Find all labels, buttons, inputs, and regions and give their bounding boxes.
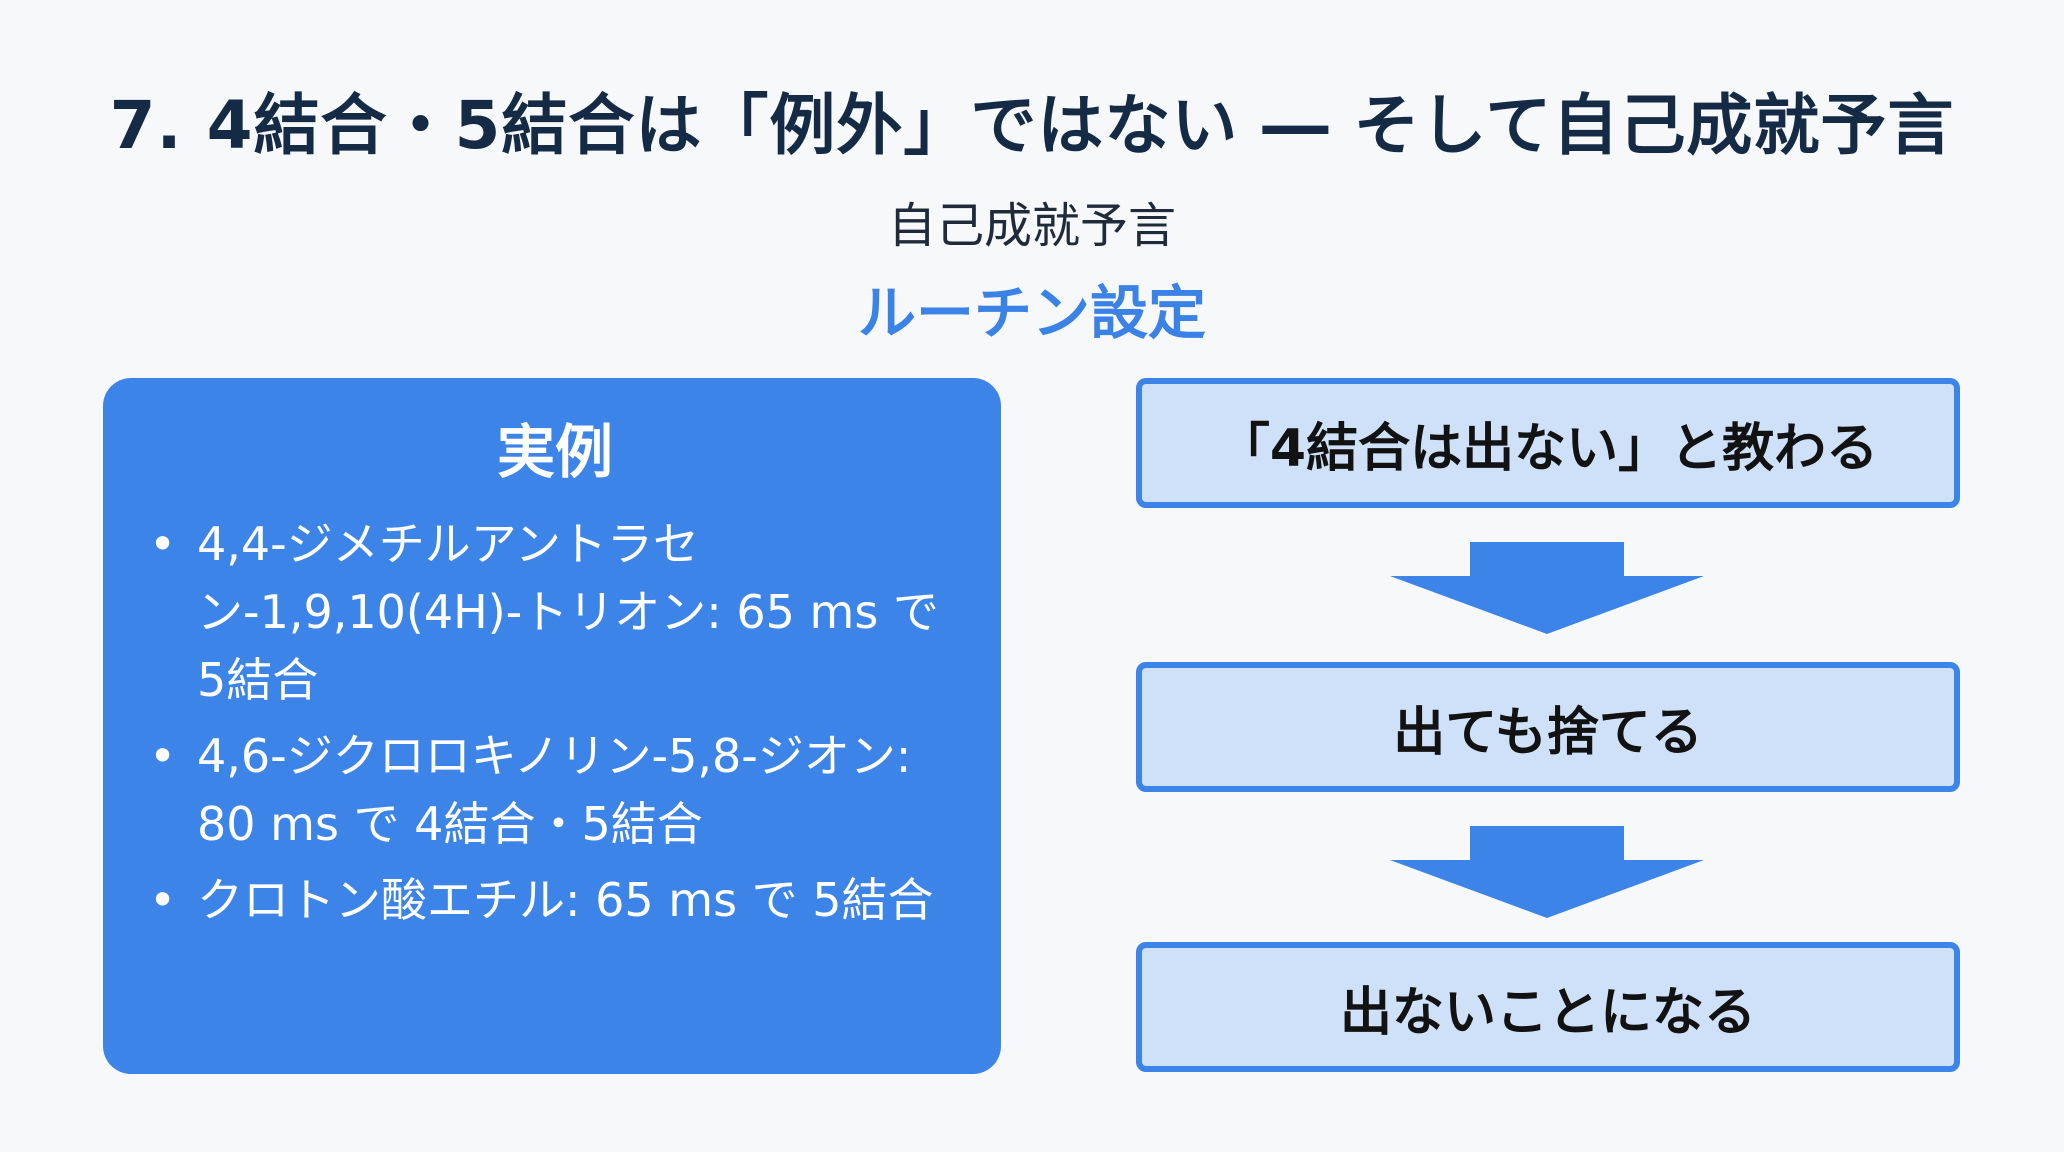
example-item: • 4,6-ジクロロキノリン-5,8-ジオン: 80 ms で 4結合・5結合: [149, 722, 961, 858]
section-label: ルーチン設定: [857, 279, 1206, 347]
example-text: 4,4-ジメチルアントラセン-1,9,10(4H)-トリオン: 65 ms で …: [197, 516, 939, 707]
examples-list: • 4,4-ジメチルアントラセン-1,9,10(4H)-トリオン: 65 ms …: [149, 510, 961, 934]
bullet-icon: •: [149, 516, 177, 571]
down-arrow-icon: [1390, 542, 1704, 634]
page-title: 7. 4結合・5結合は「例外」ではない ― そして自己成就予言: [109, 87, 1955, 164]
example-text: クロトン酸エチル: 65 ms で 5結合: [197, 872, 934, 927]
example-item: • クロトン酸エチル: 65 ms で 5結合: [149, 866, 961, 934]
example-item: • 4,4-ジメチルアントラセン-1,9,10(4H)-トリオン: 65 ms …: [149, 510, 961, 714]
flow-step-discard: 出ても捨てる: [1136, 662, 1960, 792]
examples-heading: 実例: [496, 418, 613, 486]
down-arrow-icon: [1390, 826, 1704, 918]
bullet-icon: •: [149, 728, 177, 783]
flow-step-absent: 出ないことになる: [1136, 942, 1960, 1072]
page-subtitle: 自己成就予言: [887, 198, 1176, 254]
example-text: 4,6-ジクロロキノリン-5,8-ジオン: 80 ms で 4結合・5結合: [197, 728, 912, 851]
examples-panel: 実例 • 4,4-ジメチルアントラセン-1,9,10(4H)-トリオン: 65 …: [103, 378, 1001, 1074]
bullet-icon: •: [149, 872, 177, 927]
flow-step-taught: 「4結合は出ない」と教わる: [1136, 378, 1960, 508]
